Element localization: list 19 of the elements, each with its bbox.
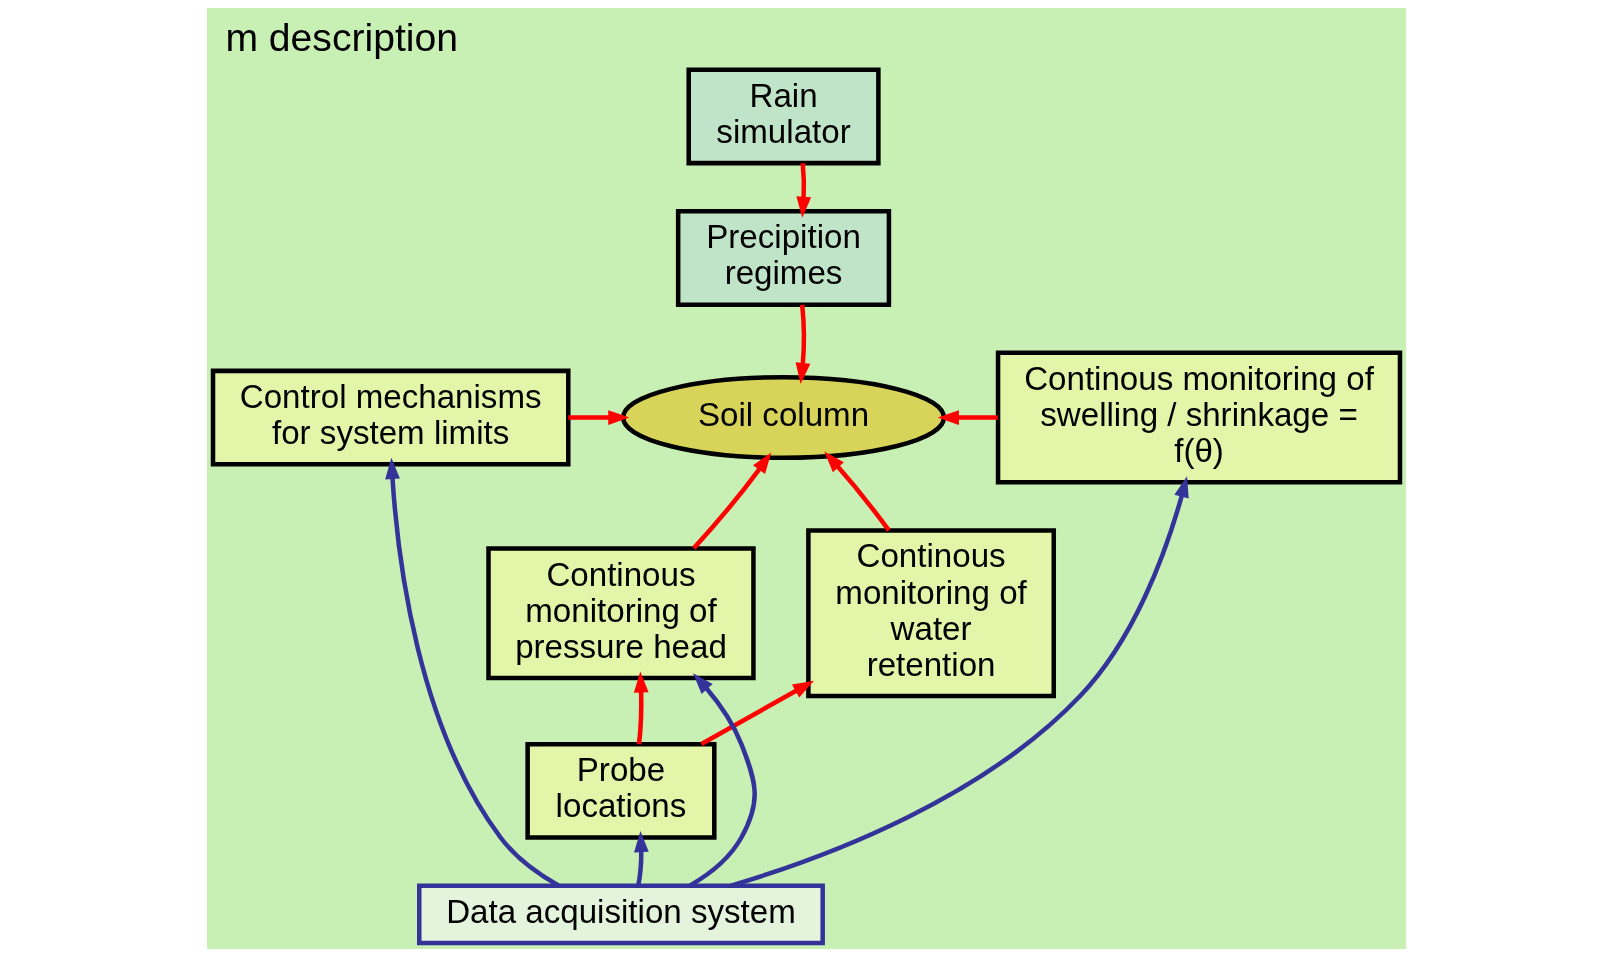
node-box: Data acquisition system (417, 883, 825, 946)
node-box: Rain simulator (686, 67, 881, 166)
arrow (796, 163, 812, 218)
node-box: Continous monitoring of water retention (806, 528, 1056, 699)
node-box: Continous monitoring of swelling / shrinkage = f(θ) (995, 350, 1403, 485)
arrow (633, 671, 649, 745)
node-box: Precipition regimes (675, 209, 892, 307)
node-box: Probe locations (525, 741, 717, 840)
node-box: Continous monitoring of pressure head (486, 546, 756, 681)
arrow (824, 451, 891, 532)
arrow (700, 680, 815, 746)
node-ellipse: Soil column (620, 375, 947, 461)
arrow (937, 410, 998, 425)
arrow (692, 452, 772, 550)
arrow (568, 410, 630, 425)
arrow (633, 831, 649, 886)
diagram-title: m description (225, 16, 459, 60)
node-box: Control mechanisms for system limits (210, 368, 571, 467)
arrow (795, 304, 811, 384)
